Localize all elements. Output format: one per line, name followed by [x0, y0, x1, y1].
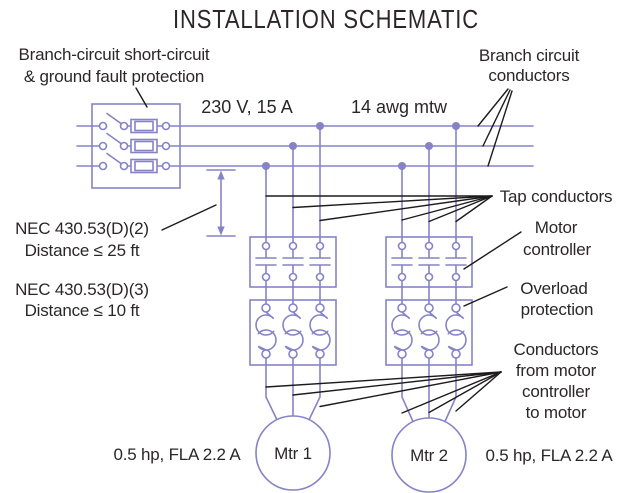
tap-conductor-pointers: [265, 195, 493, 223]
label-overload-line2: protection: [521, 300, 594, 319]
label-nec2-line1: NEC 430.53(D)(2): [15, 219, 149, 238]
overload-heater: [282, 311, 304, 351]
motor-1-circle: [255, 415, 331, 491]
junction-dot: [316, 122, 324, 130]
overload-pointer: [463, 286, 508, 307]
motor-2-name: Mtr 2: [410, 446, 448, 465]
motor-conductor-pointers: [265, 371, 502, 414]
overload-heater: [391, 311, 413, 351]
label-nec-rule-3: NEC 430.53(D)(3) Distance ≤ 10 ft: [15, 280, 149, 320]
label-motor-conductors: Conductors from motor controller to moto…: [514, 340, 599, 422]
fuse: [130, 138, 158, 154]
junction-dot: [262, 162, 270, 170]
motor-1-name: Mtr 1: [274, 444, 312, 463]
arrowhead-up: [217, 170, 225, 180]
distance-arrow: [206, 169, 236, 237]
label-branch-protection-line2: & ground fault protection: [24, 67, 204, 86]
overload-heater: [255, 311, 277, 351]
disconnect-switch: [91, 103, 181, 189]
schematic-title: INSTALLATION SCHEMATIC: [173, 4, 479, 34]
label-motor-controller-line1: Motor: [535, 218, 578, 237]
label-supply-rating: 230 V, 15 A: [201, 97, 292, 117]
switch-terminals: [98, 121, 171, 171]
motor-controller-box-2: [385, 236, 473, 313]
label-nec3-line2: Distance ≤ 10 ft: [25, 301, 140, 320]
branch-conductor-pointers: [477, 88, 513, 167]
controller-pointer: [463, 231, 522, 270]
label-motor-conductors-line1: Conductors: [514, 340, 599, 359]
label-nec-rule-2: NEC 430.53(D)(2) Distance ≤ 25 ft: [15, 219, 149, 260]
junction-dot: [398, 162, 406, 170]
fuse: [130, 118, 158, 134]
label-wire-spec: 14 awg mtw: [351, 97, 448, 117]
label-branch-conductors-line2: conductors: [488, 66, 569, 85]
junction-dot: [289, 142, 297, 150]
label-branch-conductors-line1: Branch circuit: [479, 46, 580, 65]
overload-heater: [445, 311, 467, 351]
junction-dot: [452, 122, 460, 130]
arrowhead-down: [217, 226, 225, 236]
label-motor-conductors-line4: to motor: [526, 403, 587, 422]
overload-heater: [309, 311, 331, 351]
label-branch-protection: Branch-circuit short-circuit & ground fa…: [19, 45, 211, 86]
bus-conductors: [76, 125, 534, 167]
label-motor-controller-line2: controller: [523, 240, 591, 259]
switch-blade: [106, 132, 122, 145]
label-nec3-line1: NEC 430.53(D)(3): [15, 280, 149, 299]
junction-dot: [425, 142, 433, 150]
label-branch-protection-line1: Branch-circuit short-circuit: [19, 45, 210, 64]
label-motor-2-rating: 0.5 hp, FLA 2.2 A: [485, 446, 613, 465]
label-motor-conductors-line2: from motor: [516, 361, 597, 380]
switch-blade: [106, 112, 122, 125]
label-motor-controller: Motor controller: [523, 218, 592, 259]
motor-leads-2: [401, 349, 457, 427]
overload-box-1: [249, 299, 337, 366]
junction-dots: [262, 122, 460, 170]
label-motor-1-rating: 0.5 hp, FLA 2.2 A: [113, 445, 241, 464]
label-tap-conductors: Tap conductors: [500, 187, 613, 206]
fuse: [130, 158, 158, 174]
label-nec2-line2: Distance ≤ 25 ft: [25, 241, 140, 260]
label-overload-line1: Overload: [520, 279, 587, 298]
label-motor-conductors-line3: controller: [522, 382, 590, 401]
overload-box-2: [385, 299, 473, 366]
nec-distance-pointer: [161, 204, 217, 231]
label-branch-conductors: Branch circuit conductors: [479, 46, 580, 85]
label-overload-protection: Overload protection: [520, 279, 593, 319]
disconnect-box: [91, 103, 181, 189]
branch-protection-pointer: [135, 87, 148, 108]
overload-heater: [418, 311, 440, 351]
switch-blade: [106, 152, 122, 165]
motor-2-circle: [391, 417, 467, 493]
